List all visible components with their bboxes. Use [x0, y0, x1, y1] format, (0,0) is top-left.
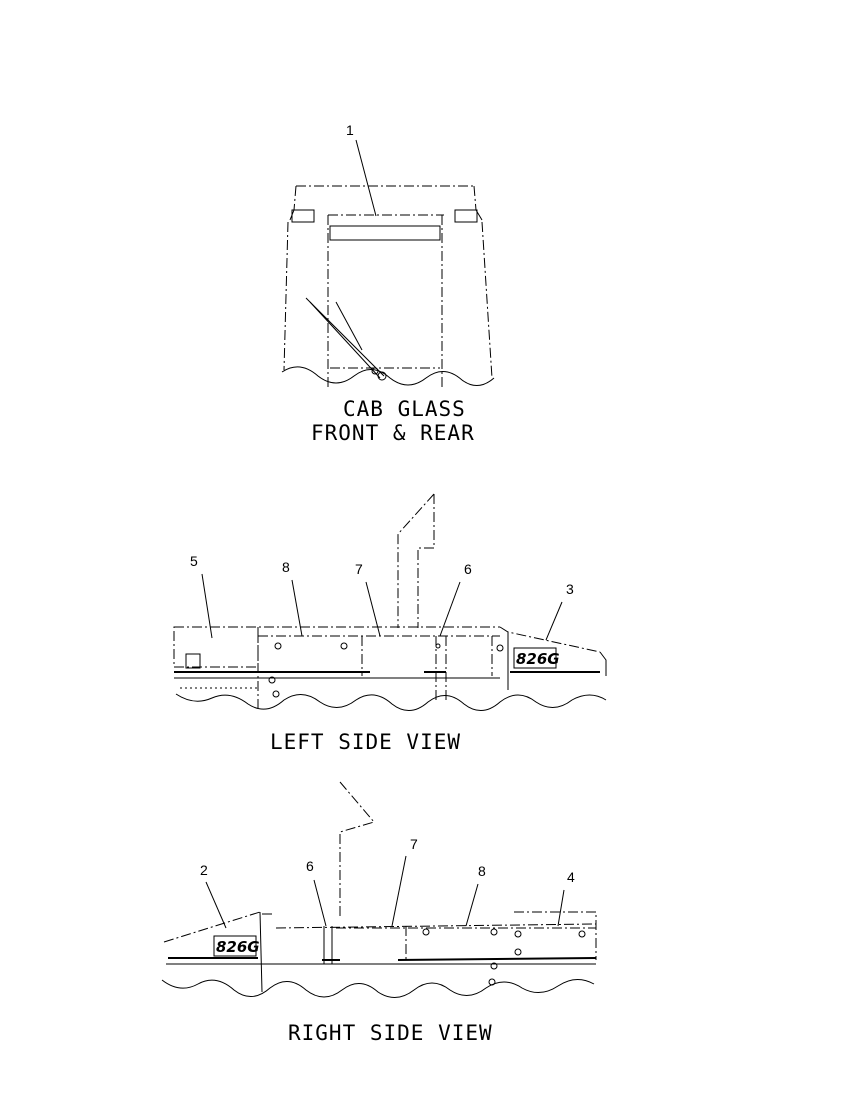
right-model-decal: 826G	[216, 938, 260, 956]
callout-2: 2	[200, 862, 208, 878]
callout-7-right: 7	[410, 836, 418, 852]
callout-6-right: 6	[306, 858, 314, 874]
right-side-view: 826G 2 6 7 8 4 RIGHT SIDE VIEW	[161, 781, 597, 1045]
callout-8: 8	[282, 559, 290, 575]
callout-4: 4	[567, 869, 575, 885]
callout-5: 5	[190, 553, 198, 569]
left-model-decal: 826G	[516, 650, 560, 668]
cab-glass-caption-line1: CAB GLASS	[343, 397, 466, 421]
left-side-view: 826G 5 8 7 6 3 LEFT SIDE VIEW	[173, 493, 607, 754]
right-side-caption: RIGHT SIDE VIEW	[288, 1021, 493, 1045]
callout-7: 7	[355, 561, 363, 577]
callout-1: 1	[346, 122, 354, 138]
left-side-caption: LEFT SIDE VIEW	[270, 730, 461, 754]
cab-glass-view: 1 CAB GLASS FRONT & REAR	[281, 122, 495, 445]
callout-8-right: 8	[478, 863, 486, 879]
cab-glass-caption-line2: FRONT & REAR	[311, 421, 475, 445]
callout-3: 3	[566, 581, 574, 597]
callout-6: 6	[464, 561, 472, 577]
